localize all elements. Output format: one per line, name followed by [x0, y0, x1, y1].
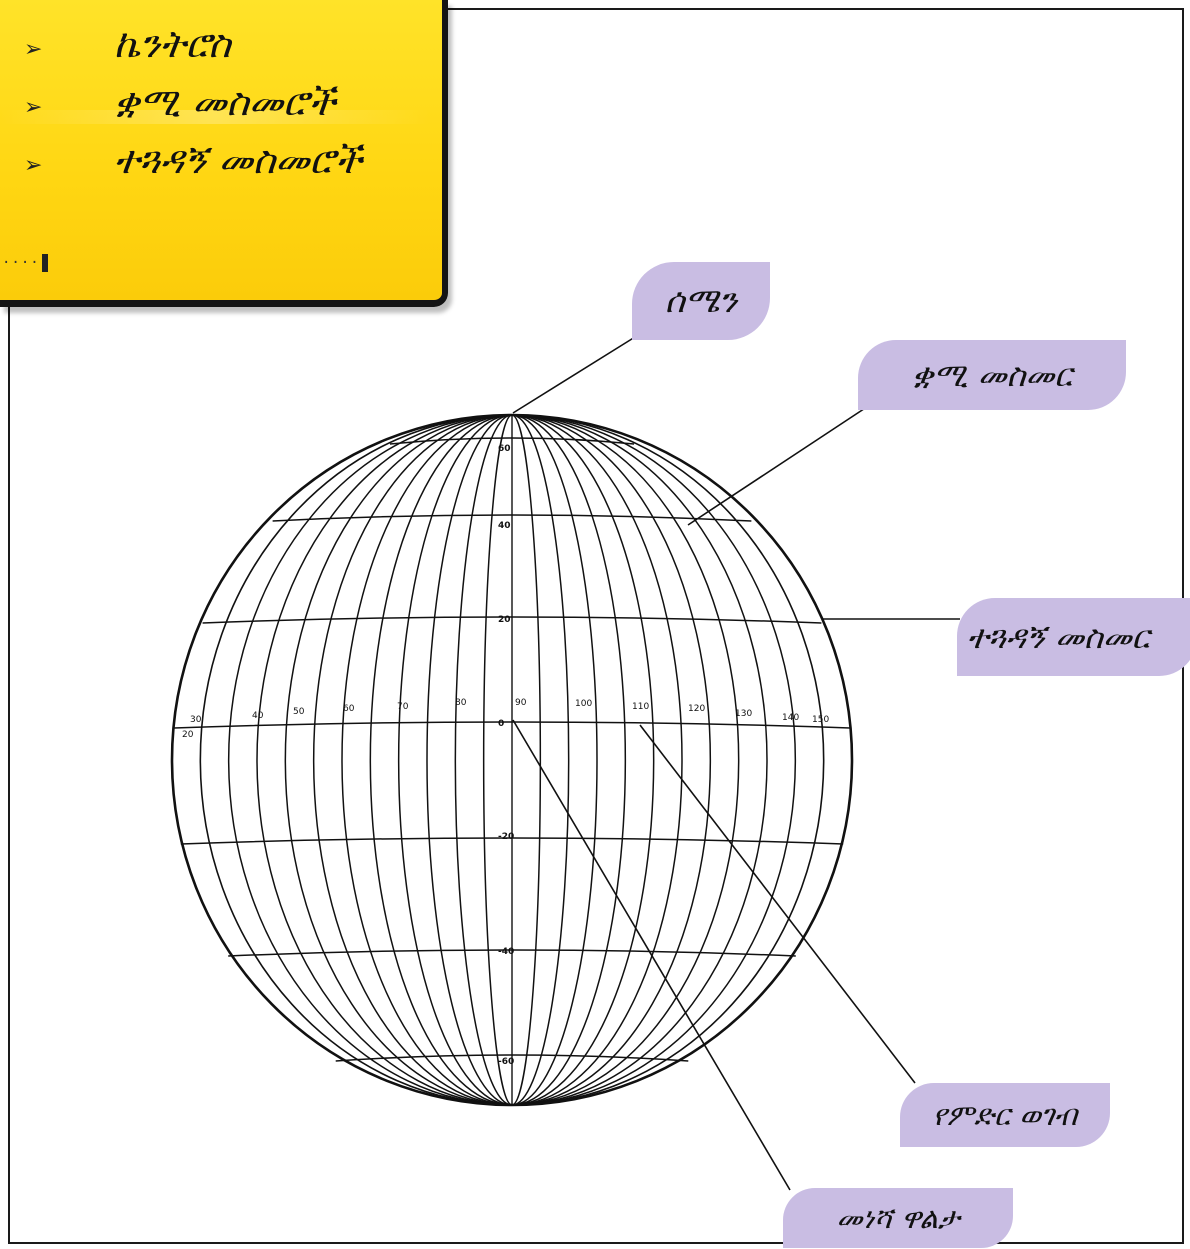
parallel-label: ተጓዳኝ መስመር [957, 598, 1190, 676]
latitude-tick-label: -20 [498, 832, 514, 842]
latitude-tick-label: 60 [498, 444, 511, 454]
longitude-tick-label: 150 [812, 715, 829, 725]
bullet-label: ኬንትሮስ [114, 22, 231, 66]
parallel-line [272, 514, 752, 522]
latitude-tick-label: -40 [498, 947, 514, 957]
leader-meridian [687, 394, 886, 526]
parallel-line [180, 837, 844, 845]
arrow-bullet-icon: ➢ [24, 95, 43, 120]
longitude-tick-label: 90 [515, 698, 527, 708]
longitude-tick-label: 80 [455, 698, 467, 708]
longitude-tick-label: 110 [632, 702, 649, 712]
parallel-line [202, 616, 822, 624]
parallel-line [389, 437, 635, 445]
longitude-tick-label: 50 [293, 707, 305, 717]
leader-north [512, 336, 636, 414]
bullet-label: ተጓዳኝ መስመሮች [114, 138, 362, 182]
dot-leader: ···· [2, 254, 48, 272]
parallel-line [174, 721, 850, 729]
leader-prime [512, 719, 791, 1191]
key-terms-panel: ➢ ኬንትሮስ ➢ ቋሚ መስመሮች ➢ ተጓዳኝ መስመሮች ···· [0, 0, 448, 307]
parallel-line [228, 949, 796, 957]
longitude-tick-label: 70 [397, 702, 409, 712]
equator-label: የምድር ወገብ [900, 1083, 1110, 1147]
north-label: ሰሜን [632, 262, 770, 340]
bullet-label: ቋሚ መስመሮች [114, 80, 336, 124]
longitude-tick-label: 40 [252, 711, 264, 721]
longitude-tick-label: 30 [190, 715, 202, 725]
latitude-tick-label: 0 [498, 719, 504, 729]
longitude-tick-label: 20 [182, 730, 194, 740]
meridian-label: ቋሚ መስመር [858, 340, 1126, 410]
latitude-tick-label: -60 [498, 1057, 514, 1067]
longitude-tick-label: 130 [735, 709, 752, 719]
bullet-item: ➢ ተጓዳኝ መስመሮች [0, 138, 430, 198]
parallel-line [335, 1054, 689, 1062]
bullet-item: ➢ ቋሚ መስመሮች [0, 80, 430, 140]
bullet-item: ➢ ኬንትሮስ [0, 22, 430, 82]
longitude-tick-label: 140 [782, 713, 799, 723]
arrow-bullet-icon: ➢ [24, 153, 43, 178]
prime-meridian-label: መነሻ ዋልታ [783, 1188, 1013, 1248]
longitude-tick-label: 60 [343, 704, 355, 714]
longitude-tick-label: 120 [688, 704, 705, 714]
arrow-bullet-icon: ➢ [24, 37, 43, 62]
leader-equator [639, 724, 916, 1084]
latitude-tick-label: 20 [498, 615, 511, 625]
latitude-tick-label: 40 [498, 521, 511, 531]
longitude-tick-label: 100 [575, 699, 592, 709]
